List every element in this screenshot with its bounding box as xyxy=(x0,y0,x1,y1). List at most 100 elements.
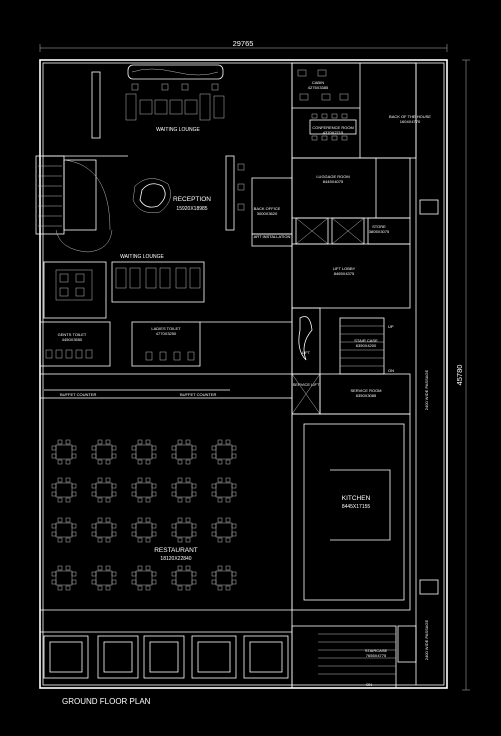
restaurant-chair xyxy=(225,517,231,523)
restaurant-chair xyxy=(105,459,111,465)
restaurant-chair xyxy=(231,523,237,529)
restaurant-chair xyxy=(131,491,137,497)
lift-lobby-name: LIFT LOBBY xyxy=(333,266,356,271)
restaurant-table xyxy=(175,522,193,538)
restaurant-chair xyxy=(71,453,77,459)
restaurant-chair xyxy=(191,571,197,577)
restaurant-chair xyxy=(105,497,111,503)
restaurant-chair xyxy=(137,565,143,571)
restaurant-chair xyxy=(231,531,237,537)
restaurant-chair xyxy=(137,497,143,503)
restaurant-table xyxy=(135,570,153,586)
buffet-right-label: BUFFET COUNTER xyxy=(180,392,216,397)
restaurant-chair xyxy=(51,531,57,537)
restaurant-table xyxy=(175,570,193,586)
restaurant-chair xyxy=(71,491,77,497)
kitchen-size: 8445X17155 xyxy=(342,504,371,510)
restaurant-chair xyxy=(105,439,111,445)
restaurant-chair xyxy=(191,483,197,489)
luggage-size: 8445X4075 xyxy=(323,179,344,184)
restaurant-table xyxy=(175,444,193,460)
restaurant-chair xyxy=(177,497,183,503)
restaurant-chair xyxy=(171,445,177,451)
restaurant-chair xyxy=(137,477,143,483)
restaurant-chair xyxy=(145,537,151,543)
top-planter xyxy=(127,64,224,80)
restaurant-chair xyxy=(191,445,197,451)
restaurant-chair xyxy=(217,439,223,445)
kitchen xyxy=(291,413,411,611)
luggage-name: LUGGAGE ROOM xyxy=(316,174,349,179)
restaurant-chair xyxy=(171,491,177,497)
restaurant-chair xyxy=(191,579,197,585)
restaurant-chair xyxy=(225,565,231,571)
restaurant-chair xyxy=(57,537,63,543)
restaurant-chair xyxy=(231,483,237,489)
restaurant-chair xyxy=(137,439,143,445)
restaurant-table xyxy=(95,444,113,460)
restaurant-chair xyxy=(57,477,63,483)
restaurant-chair xyxy=(177,565,183,571)
restaurant-chair xyxy=(145,439,151,445)
restaurant-chair xyxy=(71,579,77,585)
restaurant-chair xyxy=(137,459,143,465)
restaurant-chair xyxy=(177,459,183,465)
restaurant-chair xyxy=(185,497,191,503)
restaurant-chair xyxy=(97,565,103,571)
restaurant-chair xyxy=(105,517,111,523)
lounge-seating-top xyxy=(125,83,225,121)
restaurant-chair xyxy=(97,537,103,543)
up-label: UP xyxy=(388,324,394,329)
restaurant-chair xyxy=(177,477,183,483)
restaurant-table xyxy=(55,482,73,498)
restaurant-chair xyxy=(145,477,151,483)
restaurant-chair xyxy=(131,531,137,537)
restaurant-chair xyxy=(231,445,237,451)
restaurant-chair xyxy=(111,571,117,577)
restaurant-chair xyxy=(57,459,63,465)
staircase-2-name: STAIRCASE xyxy=(365,648,388,653)
conference-name: CONFERENCE ROOM xyxy=(312,125,354,130)
lift-label: LIFT xyxy=(302,350,311,355)
restaurant-chair xyxy=(211,453,217,459)
restaurant-chair xyxy=(171,579,177,585)
restaurant-chair xyxy=(111,579,117,585)
restaurant-chair xyxy=(65,439,71,445)
store-name: STORE xyxy=(372,224,386,229)
restaurant-chair xyxy=(131,571,137,577)
restaurant-chair xyxy=(151,571,157,577)
restaurant-chair xyxy=(111,531,117,537)
restaurant-chair xyxy=(151,579,157,585)
restaurant-chair xyxy=(105,477,111,483)
restaurant-table xyxy=(55,444,73,460)
restaurant-chair xyxy=(65,517,71,523)
store-size: 3805X3075 xyxy=(369,229,390,234)
restaurant-chair xyxy=(97,585,103,591)
restaurant-chair xyxy=(225,497,231,503)
restaurant-chair xyxy=(191,453,197,459)
restaurant-table xyxy=(175,482,193,498)
restaurant-table xyxy=(215,444,233,460)
restaurant-chair xyxy=(231,579,237,585)
restaurant-chair xyxy=(51,523,57,529)
height-dim-label: 45780 xyxy=(455,365,464,386)
service-room-name: SERVICE ROOM xyxy=(350,388,381,393)
reception-desk xyxy=(225,155,235,231)
waiting-lounge-top-label: WAITING LOUNGE xyxy=(156,127,200,133)
kitchen-name: KITCHEN xyxy=(342,495,371,502)
passage-label-2: 2400 WIDE PASSAGE xyxy=(424,619,429,660)
restaurant-chair xyxy=(151,491,157,497)
ladies-toilet-size: 4770X3250 xyxy=(156,331,177,336)
restaurant-chair xyxy=(171,531,177,537)
restaurant-chair xyxy=(177,585,183,591)
reception-name: RECEPTION xyxy=(173,196,211,203)
restaurant-chair xyxy=(51,445,57,451)
staircase-1-name: STAIR CASE xyxy=(354,338,378,343)
width-dimension: 29765 xyxy=(39,39,448,52)
lift-lobby-size: 8465X4375 xyxy=(334,271,355,276)
restaurant-chair xyxy=(185,477,191,483)
restaurant-chair xyxy=(105,565,111,571)
on-label-2: ON xyxy=(366,682,372,687)
cabin-size: 4275X3385 xyxy=(308,85,329,90)
restaurant-chair xyxy=(151,523,157,529)
